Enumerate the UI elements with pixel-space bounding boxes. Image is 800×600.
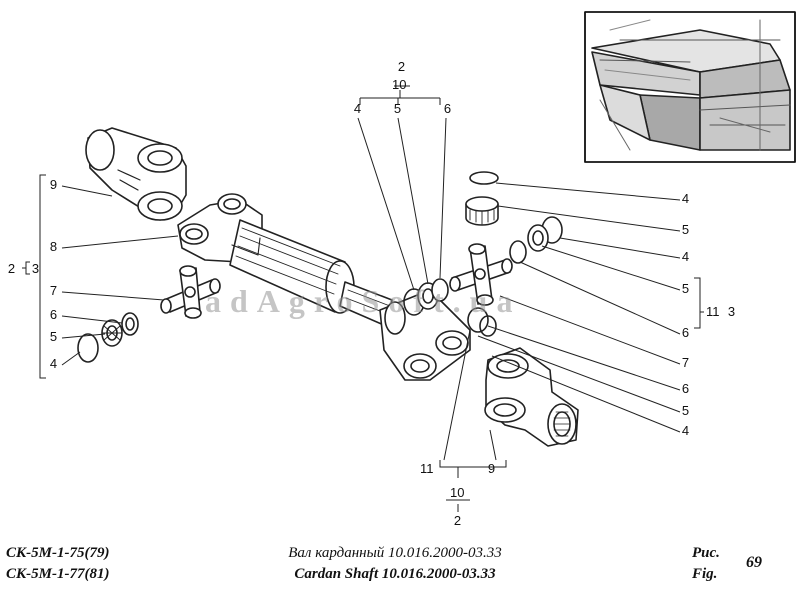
label-left-4: 4 [49,356,58,371]
label-left-7: 7 [49,283,58,298]
label-right-5a: 5 [681,222,690,237]
figure-number: 69 [746,554,762,571]
label-bottom-11: 11 [420,461,434,476]
label-left-6: 6 [49,307,58,322]
left-cross [160,265,221,319]
label-bottom-9: 9 [487,461,496,476]
label-right-5b: 5 [681,281,690,296]
label-right-3: 3 [727,304,736,319]
label-left-9: 9 [49,177,58,192]
label-left-2: 2 [7,261,16,276]
label-right-5c: 5 [681,403,690,418]
label-top-4: 4 [353,101,362,116]
watermark: adAgroSoft.ua [205,283,522,319]
left-yoke [85,127,187,221]
center-bearing-set [403,278,497,337]
label-right-11: 11 [706,304,720,319]
model-code-2: СК-5М-1-77(81) [6,566,110,582]
figure-label-en: Fig. [692,566,718,582]
figure-label-ru: Рис. [692,545,720,561]
label-left-8: 8 [49,239,58,254]
label-right-4c: 4 [681,423,690,438]
label-right-4a: 4 [681,191,690,206]
label-right-6b: 6 [681,381,690,396]
label-top-6: 6 [443,101,452,116]
end-yoke [484,347,579,447]
left-bearing-set [77,312,139,363]
leader-lines [22,85,704,512]
right-cross [449,243,513,306]
spline-sleeve [229,219,355,314]
label-top-2: 2 [397,59,406,74]
label-right-4b: 4 [681,249,690,264]
label-bottom-10: 10 [450,485,465,500]
label-right-6a: 6 [681,325,690,340]
label-bottom-2: 2 [453,513,462,528]
label-top-5: 5 [393,101,402,116]
right-bearing-set [465,171,563,264]
label-right-7: 7 [681,355,690,370]
model-code-1: СК-5М-1-75(79) [6,545,110,561]
caption-english: Cardan Shaft 10.016.2000-03.33 [294,566,496,582]
label-top-10: 10 [392,77,407,92]
caption-russian: Вал карданный 10.016.2000-03.33 [288,545,502,561]
label-left-5: 5 [49,329,58,344]
tube-yoke [379,289,471,381]
label-left-3: 3 [31,261,40,276]
inset-photo [584,11,796,163]
